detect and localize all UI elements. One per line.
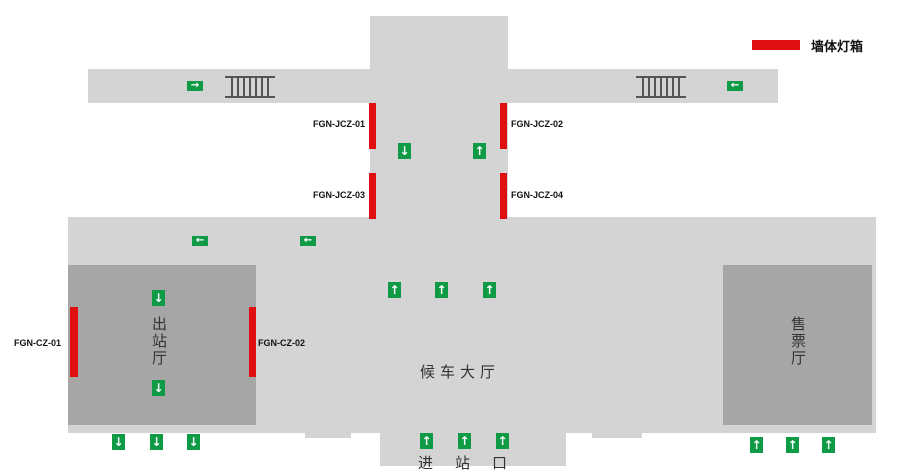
- lightbox-cz-02: [249, 307, 256, 377]
- entrance-label: 进站口: [418, 454, 530, 472]
- lightbox-label-jcz-01: FGN-JCZ-01: [313, 119, 366, 129]
- lightbox-jcz-04: [500, 173, 507, 219]
- arrow-down-icon: ↓: [187, 434, 200, 450]
- arrow-left-icon: ←: [192, 236, 208, 246]
- arrow-up-icon: ↑: [786, 437, 799, 453]
- arrow-up-icon: ↑: [496, 433, 509, 449]
- arrow-down-icon: ↓: [112, 434, 125, 450]
- stairs-icon-left: [225, 76, 275, 98]
- legend-swatch: [752, 40, 800, 50]
- arrow-up-icon: ↑: [473, 143, 486, 159]
- ticket-hall-label: 售票厅: [789, 316, 807, 367]
- arrow-up-icon: ↑: [458, 433, 471, 449]
- arrow-left-icon: ←: [300, 236, 316, 246]
- arrow-down-icon: ↓: [152, 290, 165, 306]
- waiting-hall-label: 候车大厅: [420, 363, 501, 381]
- stairs-icon-right: [636, 76, 686, 98]
- ticket-hall-room: [723, 265, 872, 425]
- arrow-down-icon: ↓: [150, 434, 163, 450]
- lightbox-cz-01: [70, 307, 78, 377]
- lightbox-label-jcz-04: FGN-JCZ-04: [511, 190, 564, 200]
- legend-label: 墙体灯箱: [811, 39, 864, 54]
- arrow-down-icon: ↓: [152, 380, 165, 396]
- bottom-ledge-center: [380, 433, 566, 466]
- arrow-up-icon: ↑: [388, 282, 401, 298]
- lightbox-label-cz-01: FGN-CZ-01: [14, 338, 61, 348]
- exit-hall-label: 出站厅: [150, 316, 168, 367]
- lightbox-label-jcz-02: FGN-JCZ-02: [511, 119, 564, 129]
- arrow-down-icon: ↓: [398, 143, 411, 159]
- arrow-up-icon: ↑: [420, 433, 433, 449]
- lightbox-label-jcz-03: FGN-JCZ-03: [313, 190, 366, 200]
- bottom-ledge-left: [305, 433, 351, 438]
- arrow-right-icon: →: [187, 81, 203, 91]
- lightbox-label-cz-02: FGN-CZ-02: [258, 338, 305, 348]
- lightbox-jcz-02: [500, 103, 507, 149]
- arrow-up-icon: ↑: [483, 282, 496, 298]
- arrow-up-icon: ↑: [822, 437, 835, 453]
- arrow-left-icon: ←: [727, 81, 743, 91]
- lightbox-jcz-01: [369, 103, 376, 149]
- arrow-up-icon: ↑: [750, 437, 763, 453]
- arrow-up-icon: ↑: [435, 282, 448, 298]
- bottom-ledge-right: [592, 433, 642, 438]
- lightbox-jcz-03: [369, 173, 376, 219]
